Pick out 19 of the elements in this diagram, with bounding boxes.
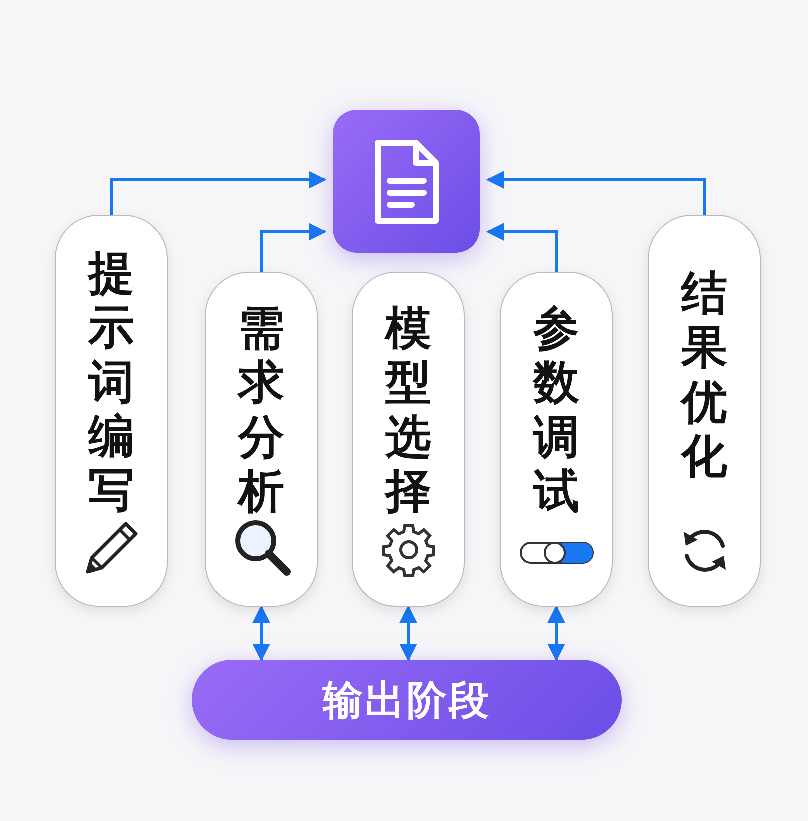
step-card [205, 272, 318, 607]
step-card [55, 215, 168, 607]
arrow [400, 605, 418, 662]
arrow [548, 605, 566, 662]
node-label: 模型选择 [386, 301, 432, 518]
step-card [500, 272, 613, 607]
arrow [110, 171, 327, 215]
node-label: 提示词编写 [88, 246, 134, 518]
node-label: 参数调试 [534, 301, 580, 518]
arrow [486, 223, 558, 272]
icon-tile [333, 110, 480, 253]
node-label: 输出阶段 [323, 676, 491, 726]
step-card [648, 215, 761, 607]
node-label: 结果优化 [682, 266, 728, 484]
arrow [486, 171, 706, 215]
arrow [260, 223, 327, 272]
step-card [352, 272, 465, 607]
node-label: 需求分析 [238, 301, 284, 518]
arrow [252, 605, 270, 662]
